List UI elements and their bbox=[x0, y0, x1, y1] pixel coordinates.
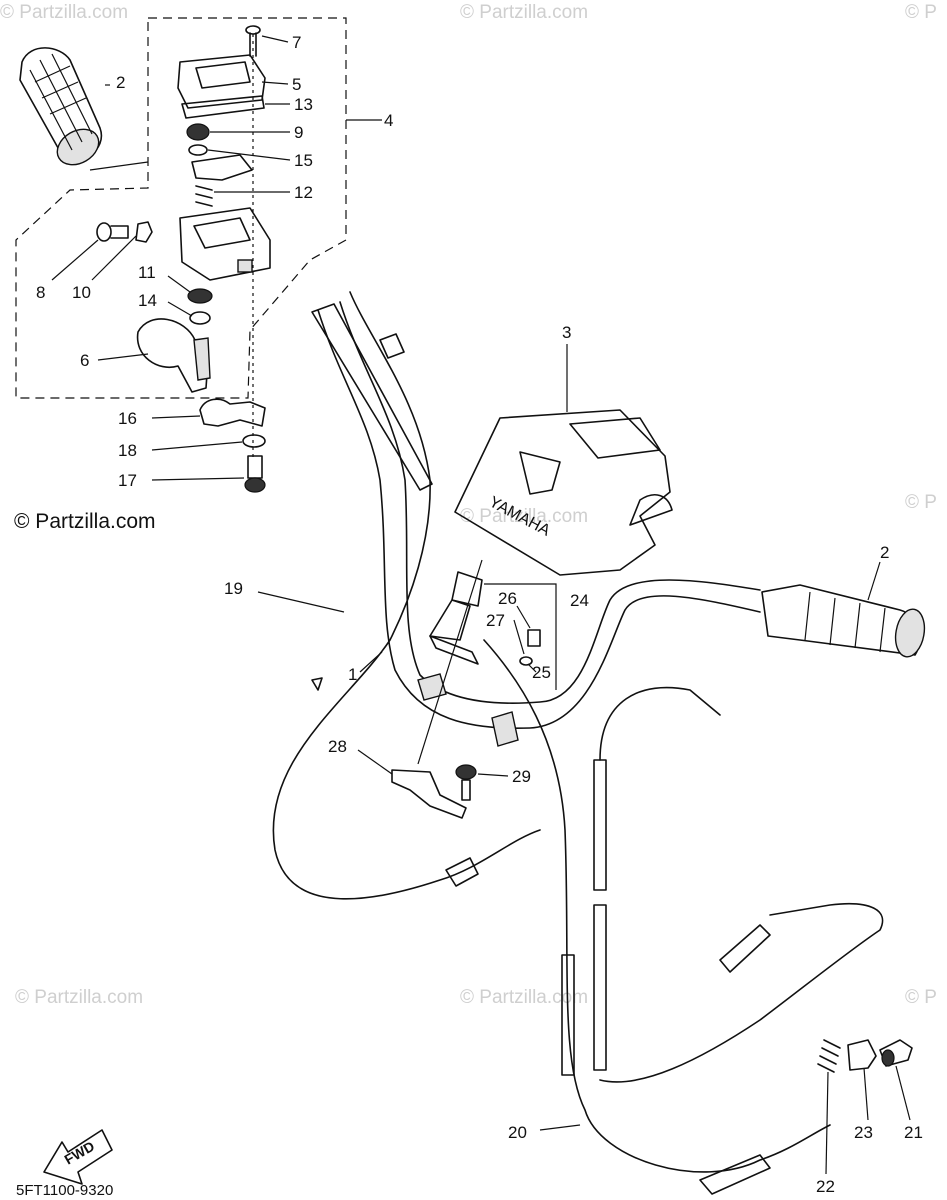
diagram-code: 5FT1100-9320 bbox=[16, 1182, 113, 1199]
washer-14 bbox=[189, 311, 211, 325]
callout-10: 10 bbox=[72, 283, 91, 302]
callout-20: 20 bbox=[508, 1123, 527, 1142]
callout-21: 21 bbox=[904, 1123, 923, 1142]
spring-22 bbox=[817, 1039, 841, 1073]
watermark: © Partzilla.com bbox=[15, 987, 143, 1008]
callout-2-right: 2 bbox=[880, 543, 889, 562]
callout-7: 7 bbox=[292, 33, 301, 52]
bracket bbox=[391, 769, 467, 819]
callout-17: 17 bbox=[118, 471, 137, 490]
callout-8: 8 bbox=[36, 283, 45, 302]
cable-20 bbox=[483, 639, 831, 1195]
watermark: © P bbox=[905, 2, 937, 23]
callout-23: 23 bbox=[854, 1123, 873, 1142]
adjuster-21 bbox=[879, 1039, 913, 1067]
switch-assembly bbox=[429, 571, 557, 690]
watermark: © P bbox=[905, 987, 937, 1008]
watermark: © Partzilla.com bbox=[0, 2, 128, 23]
spring bbox=[195, 185, 213, 207]
callout-27: 27 bbox=[486, 611, 505, 630]
callout-2-left: 2 bbox=[116, 73, 125, 92]
collar bbox=[186, 123, 210, 141]
clamp bbox=[199, 398, 266, 427]
bolt-29 bbox=[455, 764, 477, 801]
fwd-arrow-icon: FWD bbox=[43, 1129, 113, 1185]
screw-26 bbox=[527, 629, 541, 647]
housing-gasket bbox=[181, 95, 265, 119]
callout-16: 16 bbox=[118, 409, 137, 428]
watermark: © Partzilla.com bbox=[460, 506, 588, 527]
copyright-notice: © Partzilla.com bbox=[14, 510, 156, 533]
callout-25: 25 bbox=[532, 663, 551, 682]
throttle-lever bbox=[136, 318, 211, 393]
callout-18: 18 bbox=[118, 441, 137, 460]
callout-19: 19 bbox=[224, 579, 243, 598]
callout-9: 9 bbox=[294, 123, 303, 142]
callout-26: 26 bbox=[498, 589, 517, 608]
bolt-17 bbox=[244, 455, 266, 493]
washer-18 bbox=[242, 434, 266, 448]
watermark: © Partzilla.com bbox=[460, 987, 588, 1008]
housing-body bbox=[179, 207, 271, 281]
callout-6: 6 bbox=[80, 351, 89, 370]
handlebar bbox=[317, 301, 761, 747]
callout-15: 15 bbox=[294, 151, 313, 170]
nut-23 bbox=[847, 1039, 877, 1071]
callout-4: 4 bbox=[384, 111, 393, 130]
callout-12: 12 bbox=[294, 183, 313, 202]
callout-14: 14 bbox=[138, 291, 157, 310]
nut-10 bbox=[135, 221, 153, 243]
grip-left bbox=[19, 47, 103, 166]
callout-1: 1 bbox=[348, 665, 357, 684]
assembly-boundary bbox=[15, 17, 347, 399]
cable-right bbox=[599, 686, 884, 1083]
lever-plate bbox=[191, 154, 253, 181]
washer-11 bbox=[187, 288, 213, 304]
callout-22: 22 bbox=[816, 1177, 835, 1196]
callout-5: 5 bbox=[292, 75, 301, 94]
callout-3: 3 bbox=[562, 323, 571, 342]
cable-19 bbox=[272, 291, 541, 900]
leader-lines bbox=[51, 35, 911, 1175]
callout-13: 13 bbox=[294, 95, 313, 114]
washer bbox=[188, 144, 208, 156]
watermark: © Partzilla.com bbox=[460, 2, 588, 23]
handlebar-cover: YAMAHA bbox=[454, 409, 673, 576]
bolt-8 bbox=[96, 222, 129, 242]
washer-27 bbox=[519, 656, 533, 666]
callout-29: 29 bbox=[512, 767, 531, 786]
callout-24: 24 bbox=[570, 591, 589, 610]
callout-28: 28 bbox=[328, 737, 347, 756]
callout-11: 11 bbox=[138, 263, 156, 282]
grip-right bbox=[761, 584, 926, 658]
watermark: © P bbox=[905, 492, 937, 513]
callout-numbers: 1 2 2 3 4 5 6 7 8 9 10 11 12 13 14 15 16… bbox=[36, 33, 923, 1196]
